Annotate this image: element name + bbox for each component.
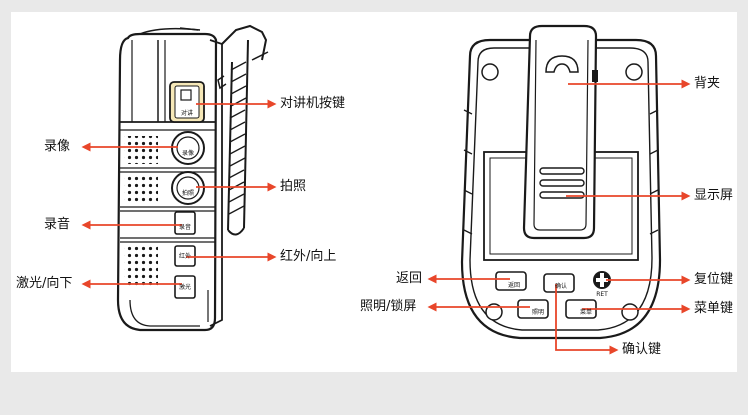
label-back-clip: 背夹 — [694, 76, 721, 91]
label-laser-down-button: 激光/向下 — [16, 276, 73, 291]
confirm-button-text: 确认 — [554, 283, 567, 290]
label-display-screen: 显示屏 — [694, 188, 734, 203]
back-view-buttons — [495, 271, 611, 319]
video-button-text: 录像 — [181, 150, 194, 157]
label-photo-button: 拍照 — [280, 179, 307, 194]
label-reset-button: 复位键 — [694, 272, 734, 287]
back-button-text: 返回 — [507, 282, 520, 289]
label-ir-up-button: 红外/向上 — [280, 249, 337, 264]
label-ptt-button: 对讲机按键 — [280, 96, 346, 111]
ir-button-text: 红外 — [178, 253, 191, 260]
reset-button-text: RET — [596, 291, 608, 298]
photo-button-text: 拍照 — [181, 190, 194, 197]
back-view-clip — [522, 24, 598, 240]
ptt-button-text: 对讲 — [180, 110, 193, 117]
menu-button-text: 菜单 — [579, 309, 592, 316]
label-video-button: 录像 — [44, 139, 71, 154]
laser-button-text: 激光 — [178, 284, 191, 291]
arrow-confirm — [555, 284, 619, 355]
label-confirm-button: 确认键 — [622, 342, 662, 357]
side-view-clip — [217, 24, 269, 236]
callout-arrows — [81, 79, 691, 355]
audio-button-text: 录音 — [178, 224, 191, 231]
label-back-button: 返回 — [396, 271, 423, 286]
side-view-device — [116, 27, 223, 332]
label-audio-button: 录音 — [44, 217, 71, 232]
label-light-lock-button: 照明/锁屏 — [360, 299, 417, 314]
light-button-text: 照明 — [531, 309, 544, 316]
label-menu-button: 菜单键 — [694, 301, 734, 316]
